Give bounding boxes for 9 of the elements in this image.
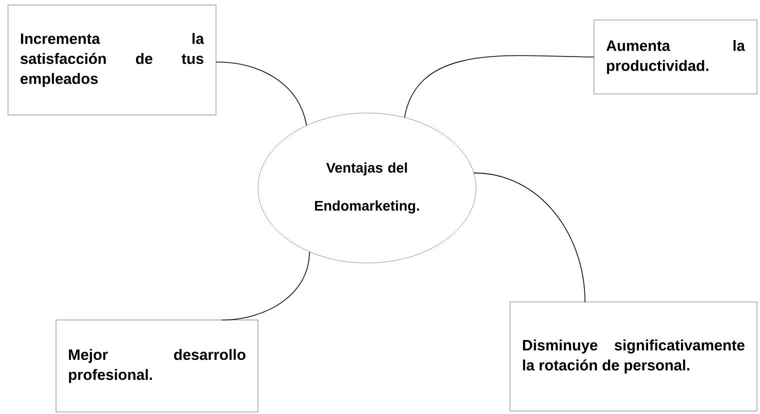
text-box: Mejor desarrollo profesional. bbox=[56, 320, 258, 412]
connector-line bbox=[216, 62, 307, 126]
connector-line bbox=[222, 252, 310, 320]
text-box: Aumenta la productividad. bbox=[594, 20, 758, 94]
connector-line bbox=[404, 55, 594, 118]
ellipse-node: Ventajas del Endomarketing. bbox=[258, 112, 476, 264]
text-box: Incrementa la satisfacción de tus empleados bbox=[8, 4, 216, 116]
connector-line bbox=[474, 172, 586, 302]
text-box: Disminuye significativamente la rotación de personal. bbox=[510, 302, 758, 412]
